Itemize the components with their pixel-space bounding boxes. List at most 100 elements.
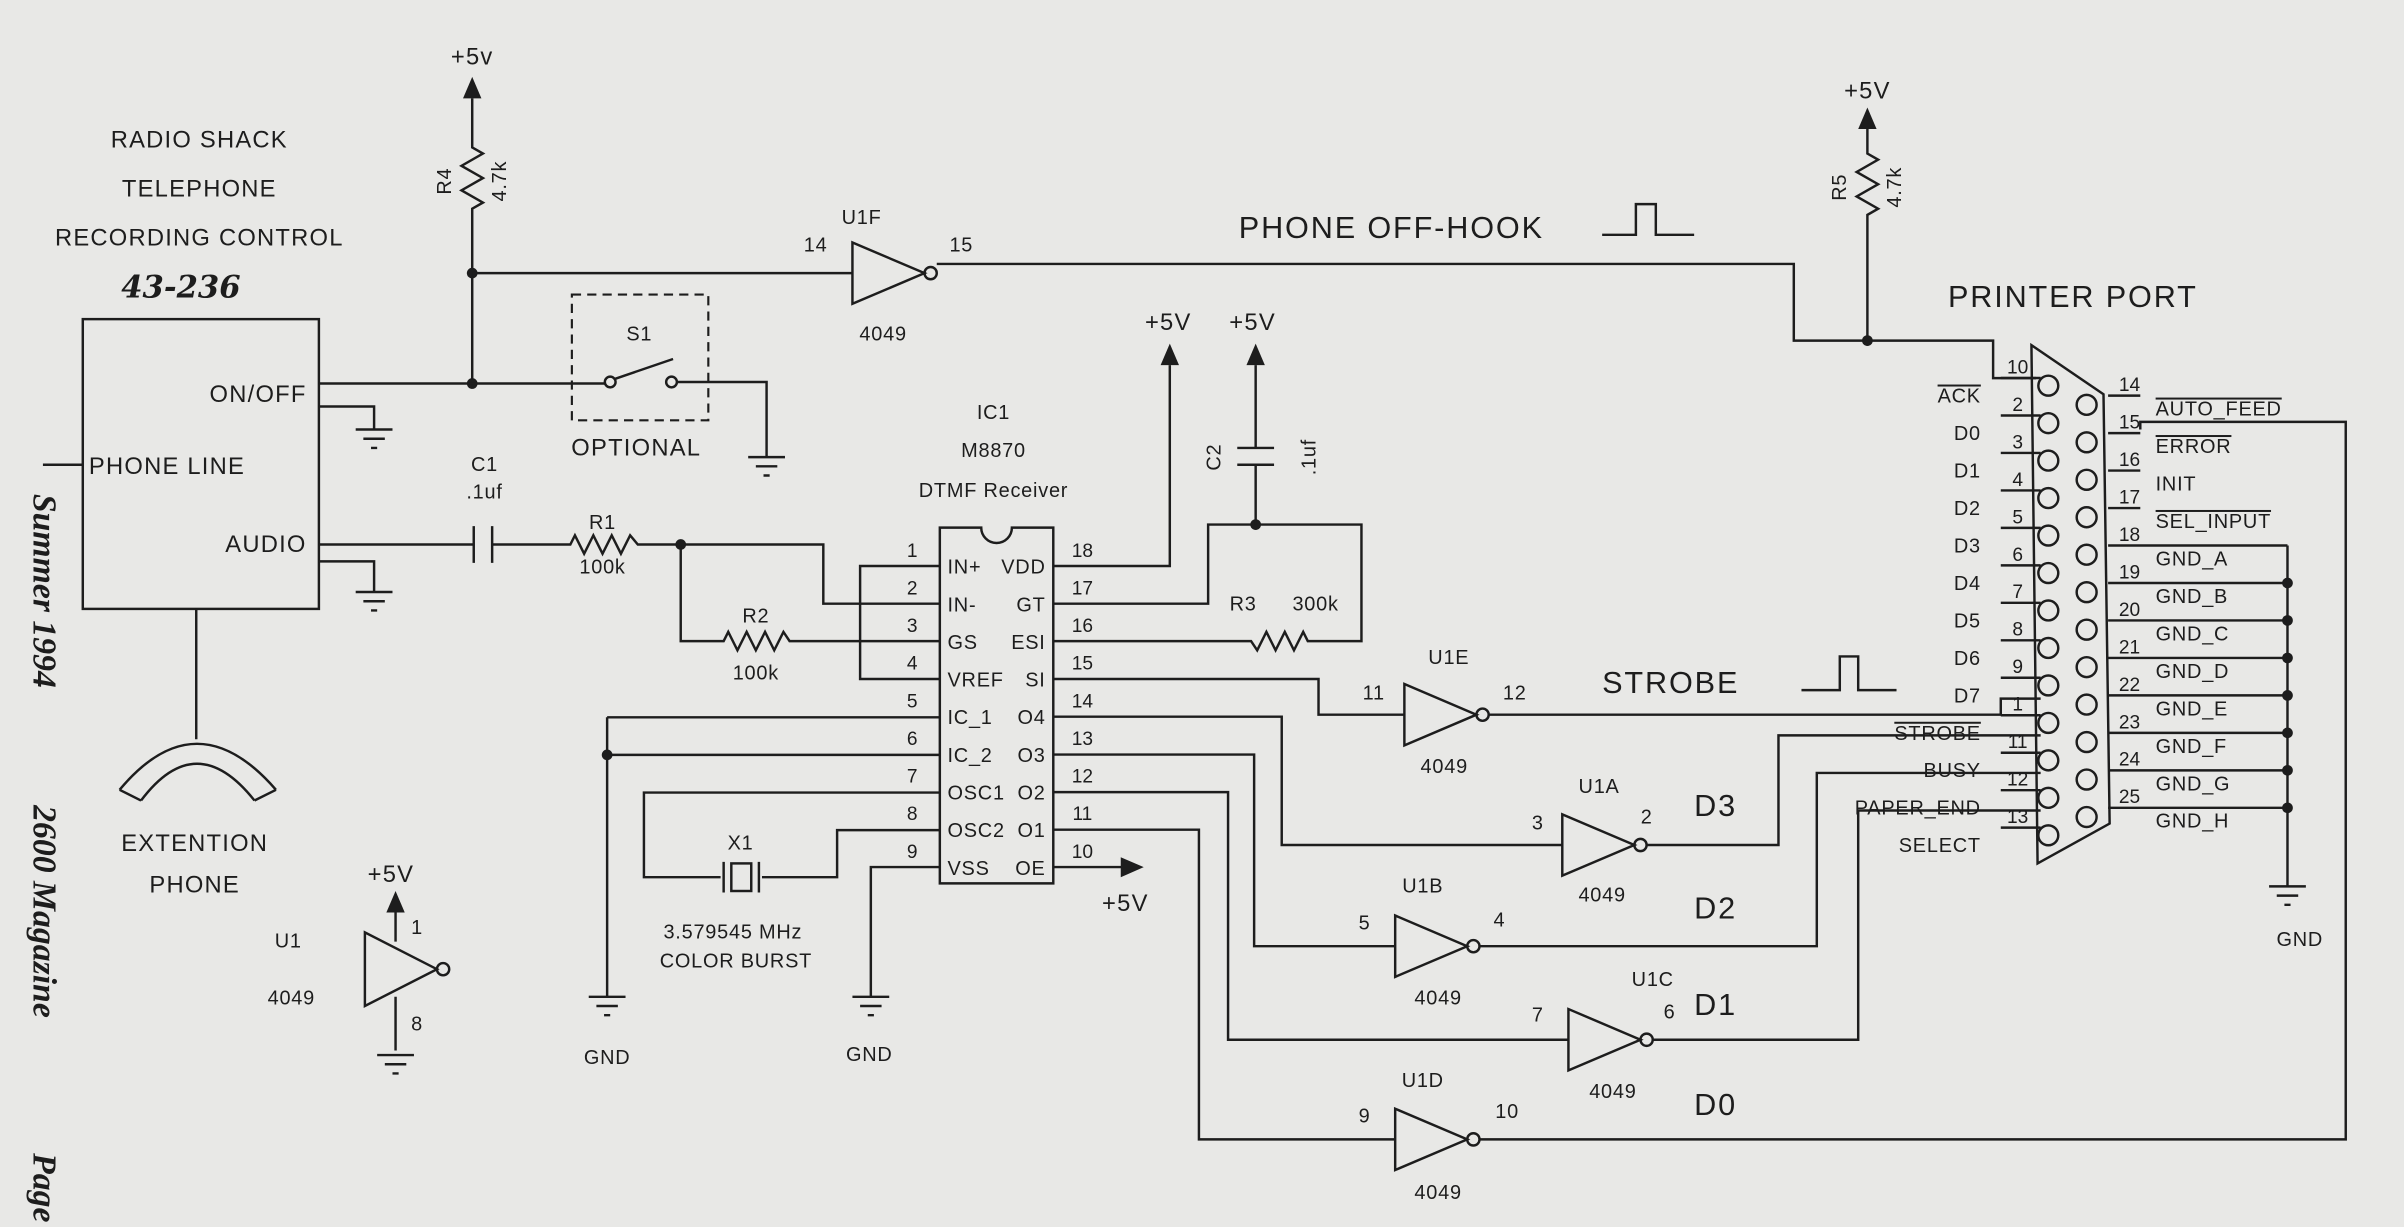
u1-vdd-pin: 1: [411, 917, 423, 939]
x1-freq: 3.579545 MHz: [663, 922, 802, 944]
ic1-pin-number: 13: [1072, 729, 1093, 750]
pulse-icon: [1602, 202, 1695, 237]
port-pin-name: ACK: [1938, 386, 1981, 408]
ic1-pin-name: IC_1: [947, 707, 992, 729]
port-pin-name: D2: [1954, 498, 1981, 520]
u1c-inverter: [1567, 1007, 1644, 1073]
ic1-pin-name: GT: [1016, 594, 1045, 616]
u1-part: 4049: [268, 987, 315, 1009]
ic1-pin-name: O3: [1018, 745, 1046, 767]
port-pin-number: 9: [2012, 657, 2023, 678]
junction-dot: [601, 749, 613, 761]
d7-strobe-wire: [1488, 697, 2041, 716]
ic1-body: [938, 526, 1055, 885]
db25-connector: [2030, 342, 2111, 866]
switch-contact: [603, 375, 617, 389]
port-pin-name: GND_D: [2156, 661, 2230, 683]
u1d-inverter: [1393, 1106, 1471, 1172]
phone-off-hook-label: PHONE OFF-HOOK: [1239, 211, 1544, 245]
u1f-inverter: [851, 240, 928, 306]
ic1-wiring: GND X1 3.579545 MHz COLOR BURST GND +5V …: [584, 309, 1569, 1141]
u1a-inverter-group: 3 2 U1A 4049 D3: [1532, 734, 2041, 907]
junction-dot: [1862, 335, 1873, 346]
u1c-out-pin: 6: [1664, 1001, 1676, 1023]
port-pin-name: GND_B: [2156, 586, 2228, 608]
port-pin-socket: [2075, 468, 2098, 491]
port-pin-number: 12: [2007, 770, 2028, 791]
port-pin-name: D0: [1954, 423, 1981, 445]
supply-arrow-icon: [1120, 857, 1144, 878]
d1-label: D1: [1694, 988, 1737, 1022]
u1b-inverter: [1393, 913, 1471, 979]
port-pin-socket: [2037, 711, 2060, 735]
switch-lever-icon: [614, 357, 674, 381]
handset-icon: [118, 742, 277, 802]
port-pin-name: GND_A: [2156, 548, 2228, 570]
ic1-pin-name: O4: [1018, 707, 1046, 729]
u1-ref: U1: [275, 931, 302, 953]
c1-capacitor: [472, 526, 494, 563]
d1-wire: [1652, 809, 2041, 1041]
port-pin-socket: [2075, 393, 2098, 417]
ic1-pin-number: 11: [1072, 804, 1092, 825]
port-pin-socket: [2037, 524, 2060, 547]
port-pin-number: 14: [2119, 375, 2141, 396]
r4-resistor: [459, 98, 486, 384]
inverter-bubble: [435, 961, 451, 977]
port-pin-socket: [2075, 693, 2098, 716]
ic1-pin-number: 3: [907, 616, 918, 637]
supply-arrow-icon: [1246, 343, 1265, 366]
ic1-pin-name: VSS: [947, 858, 989, 880]
ic1-pin-name: O2: [1018, 782, 1046, 804]
extension-phone: EXTENTION PHONE: [118, 608, 277, 899]
port-pin-name: GND_G: [2156, 773, 2231, 795]
ic1-pin-number: 9: [907, 842, 918, 863]
port-pin-socket: [2037, 749, 2060, 772]
c1-value: .1uf: [466, 482, 502, 504]
u1a-part: 4049: [1578, 885, 1625, 907]
u1f-ref: U1F: [842, 207, 882, 229]
ground-icon: [354, 428, 394, 450]
gnd-label: GND: [2276, 929, 2323, 951]
d2-wire: [1479, 771, 2041, 948]
ground-icon: [2267, 885, 2308, 907]
u1b-in-pin: 5: [1359, 912, 1371, 934]
port-pin-number: 17: [2119, 487, 2140, 508]
u1c-part: 4049: [1589, 1081, 1636, 1103]
port-pin-number: 16: [2119, 450, 2140, 471]
r3-value: 300k: [1292, 593, 1338, 615]
port-pin-name: D3: [1954, 535, 1981, 557]
port-pin-socket: [2037, 824, 2060, 847]
ic1-pin-number: 15: [1072, 654, 1093, 675]
port-pin-number: 21: [2119, 637, 2140, 658]
port-pin-number: 23: [2119, 712, 2140, 733]
ic1-pin-name: IC_2: [947, 745, 992, 767]
port-pin-socket: [2037, 411, 2060, 435]
port-pin-number: 3: [2012, 432, 2023, 453]
u1-vss-pin: 8: [411, 1014, 423, 1036]
u1c-ref: U1C: [1632, 969, 1674, 991]
r5-resistor: [1854, 129, 1881, 341]
u1c-in-pin: 7: [1532, 1004, 1544, 1026]
c2-supply-label: +5V: [1229, 309, 1276, 336]
r1-value: 100k: [579, 557, 625, 579]
port-pin-socket: [2037, 636, 2060, 660]
u1d-part: 4049: [1414, 1182, 1461, 1204]
port-pin-socket: [2075, 506, 2098, 529]
u1b-out-pin: 4: [1494, 909, 1506, 931]
port-pin-name: GND_H: [2156, 811, 2230, 833]
inverter-bubble: [923, 265, 938, 281]
audio-network: C1 .1uf R1 100k R2 100k: [318, 454, 940, 684]
strobe-label: STROBE: [1602, 666, 1739, 700]
port-pin-number: 2: [2012, 395, 2023, 416]
ic1-pin-name: ESI: [1011, 632, 1045, 654]
u1b-ref: U1B: [1402, 876, 1443, 898]
title-block: RADIO SHACK TELEPHONE RECORDING CONTROL …: [55, 126, 342, 305]
ic1-pin-name: IN-: [947, 594, 976, 616]
s1-ref: S1: [626, 324, 652, 346]
c2-value: .1uf: [1298, 439, 1320, 475]
u1c-inverter-group: 7 6 U1C 4049 D1: [1532, 809, 2041, 1103]
ic1-pin-number: 7: [907, 767, 918, 788]
